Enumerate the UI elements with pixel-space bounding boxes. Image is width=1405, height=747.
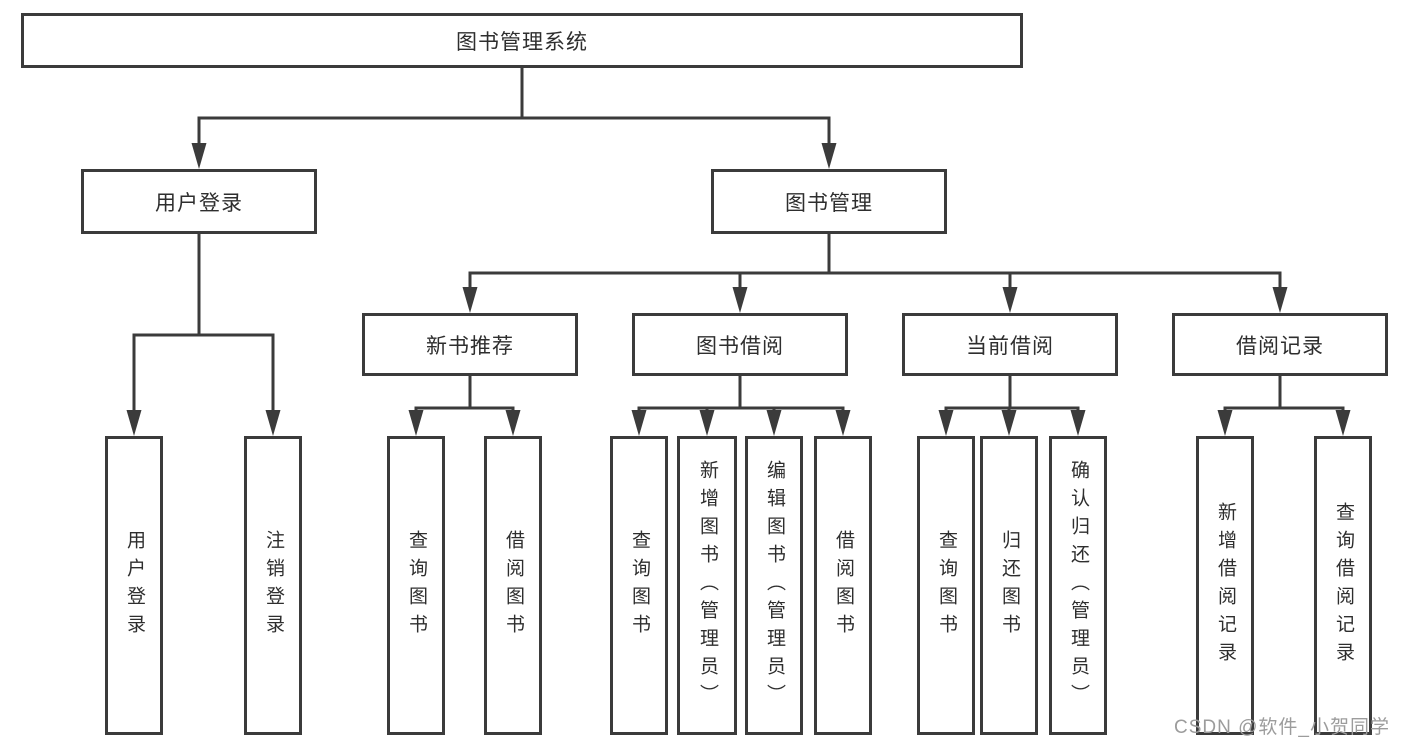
arrowhead-icon bbox=[1001, 410, 1017, 436]
node-label-borrowing-records: 借阅记录 bbox=[1236, 334, 1324, 358]
node-current-borrowing: 当前借阅 bbox=[902, 313, 1118, 376]
arrowhead-icon bbox=[732, 287, 748, 313]
node-book-borrowing: 图书借阅 bbox=[632, 313, 848, 376]
arrowhead-icon bbox=[505, 410, 521, 436]
node-query-books-borrowing: 查询图书 bbox=[610, 436, 668, 735]
node-query-books-current: 查询图书 bbox=[917, 436, 975, 735]
arrowhead-icon bbox=[938, 410, 954, 436]
arrowhead-icon bbox=[835, 410, 851, 436]
node-label-add-books-admin: 新增图书（管理员） bbox=[697, 459, 718, 712]
node-logout-leaf: 注销登录 bbox=[244, 436, 302, 735]
csdn-watermark: CSDN @软件_小贺同学 bbox=[1174, 717, 1390, 738]
node-label-current-borrowing: 当前借阅 bbox=[966, 334, 1054, 358]
arrowhead-icon bbox=[265, 410, 281, 436]
node-book-management-group: 图书管理 bbox=[711, 169, 947, 234]
node-query-books-recommend: 查询图书 bbox=[387, 436, 445, 735]
arrowhead-icon bbox=[631, 410, 647, 436]
node-new-book-recommend: 新书推荐 bbox=[362, 313, 578, 376]
node-confirm-return-admin: 确认归还（管理员） bbox=[1049, 436, 1107, 735]
node-label-query-books-current: 查询图书 bbox=[936, 529, 957, 642]
node-add-borrow-record: 新增借阅记录 bbox=[1196, 436, 1254, 735]
arrowhead-icon bbox=[126, 410, 142, 436]
node-label-user-login-leaf: 用户登录 bbox=[124, 529, 145, 642]
arrowhead-icon bbox=[1002, 287, 1018, 313]
node-label-confirm-return-admin: 确认归还（管理员） bbox=[1068, 459, 1089, 712]
node-label-logout-leaf: 注销登录 bbox=[263, 529, 284, 642]
arrowhead-icon bbox=[1272, 287, 1288, 313]
node-label-borrow-books-borrowing: 借阅图书 bbox=[833, 529, 854, 642]
node-label-return-books: 归还图书 bbox=[999, 529, 1020, 642]
node-label-query-books-borrowing: 查询图书 bbox=[629, 529, 650, 642]
node-system-root: 图书管理系统 bbox=[21, 13, 1023, 68]
node-label-system-root: 图书管理系统 bbox=[456, 30, 588, 54]
node-edit-books-admin: 编辑图书（管理员） bbox=[745, 436, 803, 735]
arrowhead-icon bbox=[462, 287, 478, 313]
node-label-book-borrowing: 图书借阅 bbox=[696, 334, 784, 358]
node-label-edit-books-admin: 编辑图书（管理员） bbox=[764, 459, 785, 712]
node-query-borrow-record: 查询借阅记录 bbox=[1314, 436, 1372, 735]
arrowhead-icon bbox=[766, 410, 782, 436]
node-user-login-group: 用户登录 bbox=[81, 169, 317, 234]
node-label-book-management-group: 图书管理 bbox=[785, 191, 873, 215]
node-return-books: 归还图书 bbox=[980, 436, 1038, 735]
arrowhead-icon bbox=[1335, 410, 1351, 436]
node-label-query-borrow-record: 查询借阅记录 bbox=[1333, 501, 1354, 670]
node-borrowing-records: 借阅记录 bbox=[1172, 313, 1388, 376]
node-user-login-leaf: 用户登录 bbox=[105, 436, 163, 735]
arrowhead-icon bbox=[1217, 410, 1233, 436]
node-label-query-books-recommend: 查询图书 bbox=[406, 529, 427, 642]
arrowhead-icon bbox=[1070, 410, 1086, 436]
node-add-books-admin: 新增图书（管理员） bbox=[677, 436, 737, 735]
node-label-new-book-recommend: 新书推荐 bbox=[426, 334, 514, 358]
arrowhead-icon bbox=[699, 410, 715, 436]
node-borrow-books-borrowing: 借阅图书 bbox=[814, 436, 872, 735]
arrowhead-icon bbox=[821, 143, 837, 169]
node-label-add-borrow-record: 新增借阅记录 bbox=[1215, 501, 1236, 670]
arrowhead-icon bbox=[191, 143, 207, 169]
node-borrow-books-recommend: 借阅图书 bbox=[484, 436, 542, 735]
arrowhead-icon bbox=[408, 410, 424, 436]
node-label-borrow-books-recommend: 借阅图书 bbox=[503, 529, 524, 642]
node-label-user-login-group: 用户登录 bbox=[155, 191, 243, 215]
